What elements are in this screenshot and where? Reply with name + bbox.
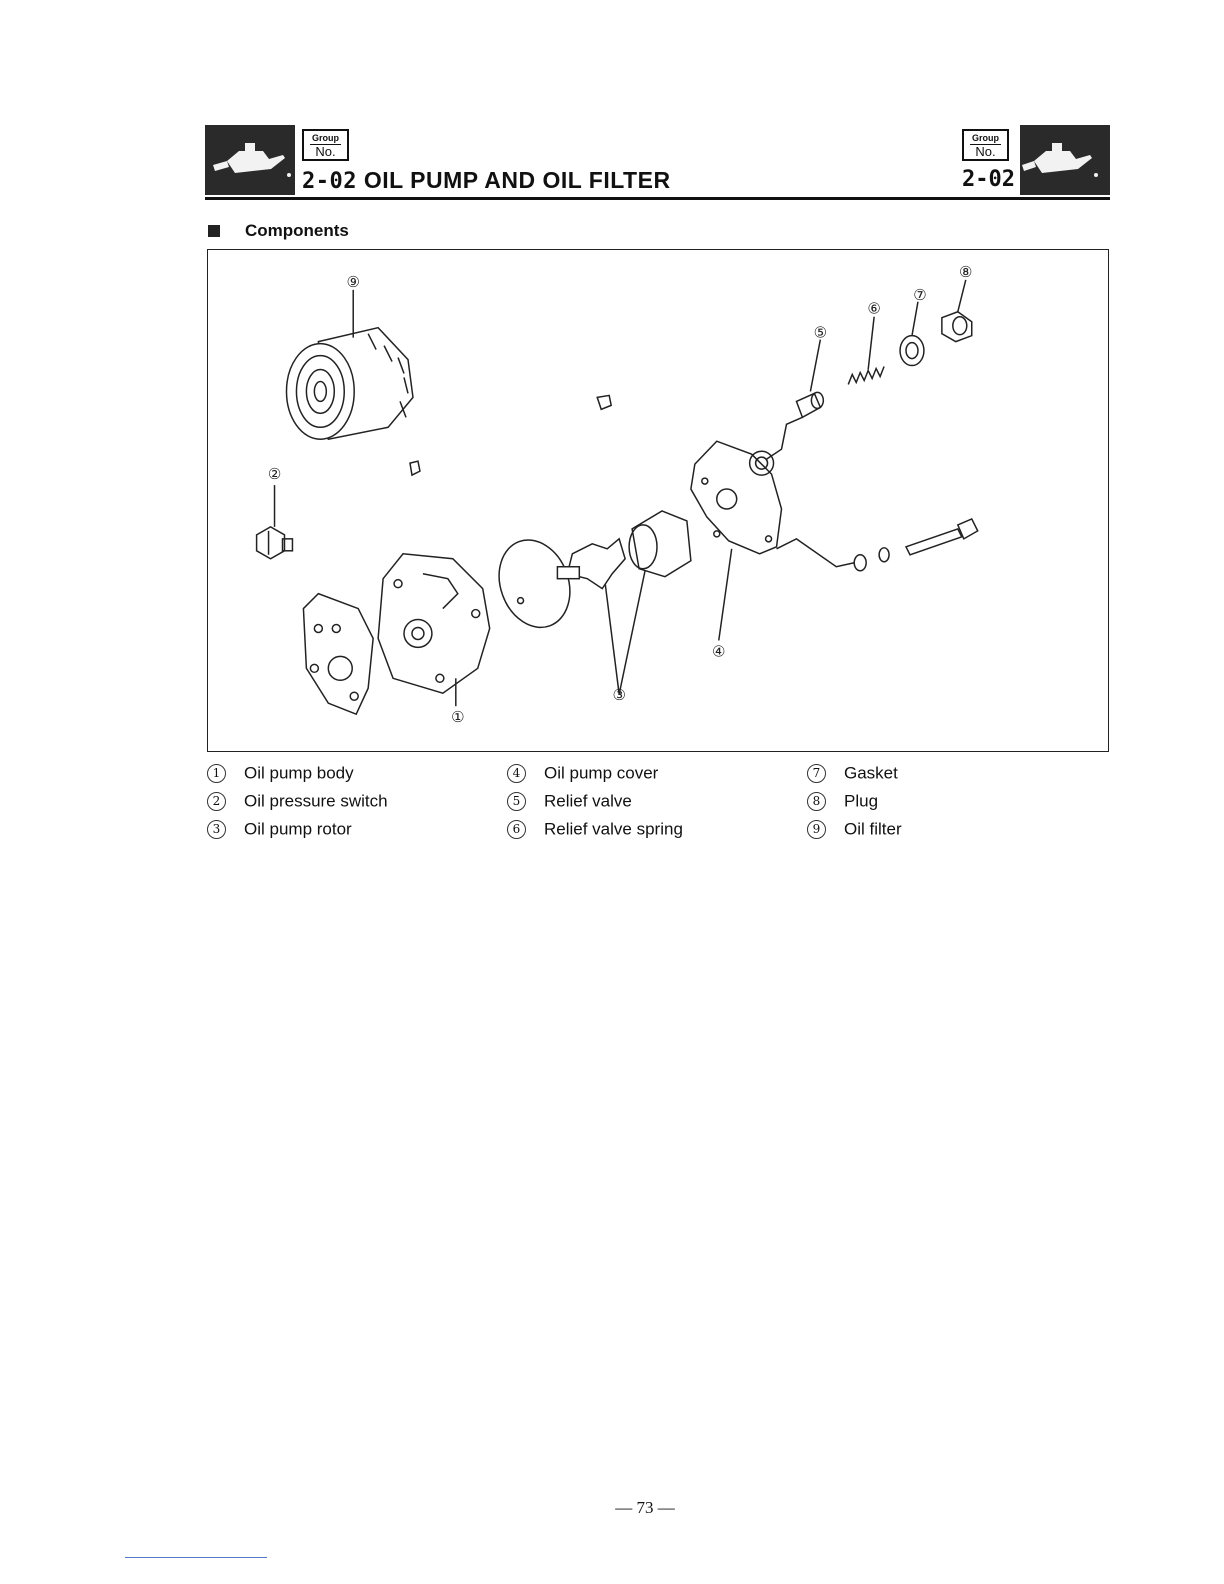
- oil-pressure-switch-drawing: [257, 527, 293, 559]
- legend-number: 4: [507, 764, 526, 783]
- legend-item: 6 Relief valve spring: [507, 819, 683, 840]
- legend-item: 1 Oil pump body: [207, 763, 354, 784]
- callout-9: ⑨: [347, 273, 360, 291]
- legend-item: 7 Gasket: [807, 763, 898, 784]
- legend-number: 7: [807, 764, 826, 783]
- legend-item: 3 Oil pump rotor: [207, 819, 352, 840]
- relief-valve-spring-drawing: [848, 367, 884, 385]
- plug-drawing: [942, 312, 972, 342]
- legend-number: 3: [207, 820, 226, 839]
- group-label-right: Group: [964, 133, 1007, 144]
- section-heading: Components: [245, 221, 349, 241]
- legend-item: 2 Oil pressure switch: [207, 791, 388, 812]
- section-title: OIL PUMP AND OIL FILTER: [364, 167, 671, 193]
- legend-label: Oil pump body: [244, 764, 354, 783]
- relief-valve-drawing: [767, 392, 824, 459]
- scan-mark: [125, 1557, 267, 1558]
- o-ring-drawing: [487, 530, 581, 637]
- callout-5: ⑤: [814, 324, 827, 342]
- page-number: — 73 —: [600, 1498, 690, 1518]
- page-title: 2-02 OIL PUMP AND OIL FILTER: [302, 167, 671, 194]
- gasket-plate-drawing: [303, 594, 373, 715]
- legend-number: 6: [507, 820, 526, 839]
- legend-label: Gasket: [844, 764, 898, 783]
- legend-number: 2: [207, 792, 226, 811]
- section-code: 2-02: [302, 169, 357, 194]
- legend-item: 8 Plug: [807, 791, 878, 812]
- parts-legend: 1 Oil pump body 2 Oil pressure switch 3 Oil…: [207, 760, 967, 850]
- oil-can-icon: [205, 125, 295, 195]
- legend-item: 9 Oil filter: [807, 819, 902, 840]
- oil-pump-body-drawing: [378, 554, 490, 693]
- legend-label: Plug: [844, 792, 878, 811]
- group-number-box: Group No.: [302, 129, 349, 161]
- components-diagram: ⑨ ② ① ③ ④ ⑤ ⑥ ⑦ ⑧: [207, 249, 1109, 752]
- group-no-label-right: No.: [970, 144, 1001, 159]
- legend-number: 5: [507, 792, 526, 811]
- legend-label: Relief valve: [544, 792, 632, 811]
- callout-1: ①: [451, 708, 464, 726]
- callout-2: ②: [268, 465, 281, 483]
- callout-3: ③: [612, 686, 625, 704]
- gasket-drawing: [900, 336, 924, 366]
- oil-can-icon: [1020, 125, 1110, 195]
- legend-item: 4 Oil pump cover: [507, 763, 658, 784]
- callout-6: ⑥: [867, 300, 880, 318]
- bolt-drawing: [777, 519, 978, 571]
- legend-label: Oil pump rotor: [244, 820, 352, 839]
- group-no-label: No.: [310, 144, 341, 159]
- legend-number: 1: [207, 764, 226, 783]
- legend-item: 5 Relief valve: [507, 791, 632, 812]
- callout-7: ⑦: [913, 286, 926, 304]
- legend-label: Oil pump cover: [544, 764, 658, 783]
- callout-8: ⑧: [959, 263, 972, 281]
- legend-number: 8: [807, 792, 826, 811]
- header-rule: [205, 197, 1110, 200]
- oil-pump-rotor-drawing: [557, 511, 690, 589]
- section-code-right: 2-02: [962, 167, 1015, 192]
- legend-number: 9: [807, 820, 826, 839]
- group-number-box-right: Group No.: [962, 129, 1009, 161]
- callout-4: ④: [712, 642, 725, 660]
- legend-label: Relief valve spring: [544, 820, 683, 839]
- group-label: Group: [304, 133, 347, 144]
- section-bullet: [208, 225, 220, 237]
- oil-filter-drawing: [286, 328, 412, 440]
- legend-label: Oil filter: [844, 820, 902, 839]
- legend-label: Oil pressure switch: [244, 792, 388, 811]
